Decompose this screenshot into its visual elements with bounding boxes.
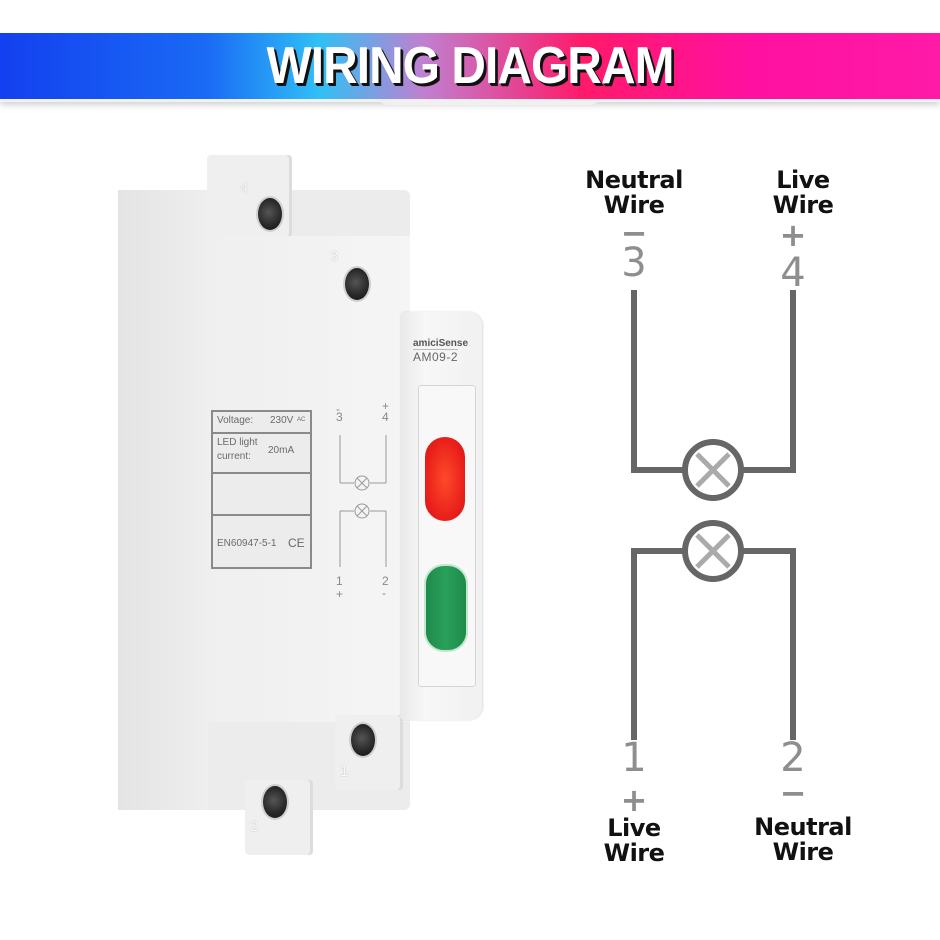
terminal-number-1: 1 (340, 763, 349, 780)
page-title: WIRING DIAGRAM (266, 37, 674, 95)
label-line1: Live (607, 814, 661, 842)
label-line1: Neutral (585, 166, 683, 194)
mini-sign-1: + (336, 587, 344, 601)
plus-sign-1: + (620, 781, 648, 819)
current-value: 20mA (268, 445, 295, 456)
minus-sign-3: − (620, 214, 648, 252)
voltage-value: 230V (270, 415, 294, 426)
label-line2: Wire (603, 839, 665, 867)
terminal-number-2: 2 (250, 818, 259, 835)
plus-sign-4: + (779, 216, 807, 254)
model-number: AM09-2 (413, 349, 459, 364)
device-mini-schematic (339, 435, 387, 567)
mini-terminal-2: 2 (382, 574, 389, 588)
label-line1: Neutral (754, 813, 852, 841)
label-live-wire-bottom: Live Wire (564, 816, 704, 866)
screw-icon (256, 196, 284, 232)
current-label-line1: LED light (217, 437, 258, 448)
terminal-4-label: 4 (780, 250, 806, 296)
current-row: LED light current: 20mA (213, 434, 310, 474)
mini-terminal-1: 1 (336, 574, 343, 588)
red-led-indicator (425, 437, 465, 521)
voltage-row: Voltage: 230V AC (213, 412, 310, 434)
terminal-2-label: 2 (780, 735, 806, 781)
terminal-number-4: 4 (240, 180, 249, 197)
device-rear-body (118, 190, 208, 810)
mini-sign-4: + (382, 399, 390, 413)
label-line1: Live (776, 166, 830, 194)
banner-notch (376, 99, 602, 105)
green-led-indicator (424, 564, 468, 652)
label-neutral-wire-top: Neutral Wire (564, 168, 704, 218)
blank-row (213, 474, 310, 516)
label-line2: Wire (772, 191, 834, 219)
screw-icon (343, 266, 371, 302)
brand-logo: amiciSense (413, 338, 469, 349)
terminal-number-3: 3 (330, 248, 339, 265)
label-line2: Wire (772, 838, 834, 866)
voltage-label: Voltage: (217, 415, 254, 426)
lamp-cross (695, 452, 731, 569)
ac-symbol: AC (297, 417, 306, 423)
mini-sign-2: - (382, 586, 386, 600)
mini-sign-3: - (336, 402, 340, 416)
standard-row: EN60947-5-1 CE (213, 516, 310, 566)
standard-text: EN60947-5-1 (217, 538, 277, 549)
mini-terminal-3: 3 (336, 410, 343, 424)
label-live-wire-top: Live Wire (733, 168, 873, 218)
screw-icon (261, 784, 289, 820)
current-label-line2: current: (217, 451, 251, 462)
label-line2: Wire (603, 191, 665, 219)
label-neutral-wire-bottom: Neutral Wire (733, 815, 873, 865)
spec-label-panel: Voltage: 230V AC LED light current: 20mA… (211, 410, 312, 569)
wiring-schematic (631, 290, 796, 740)
terminal-3-label: 3 (621, 240, 647, 286)
screw-icon (349, 722, 377, 758)
ce-mark: CE (288, 536, 305, 550)
minus-sign-2: − (779, 774, 807, 812)
mini-terminal-4: 4 (382, 410, 389, 424)
terminal-1-label: 1 (621, 735, 647, 781)
